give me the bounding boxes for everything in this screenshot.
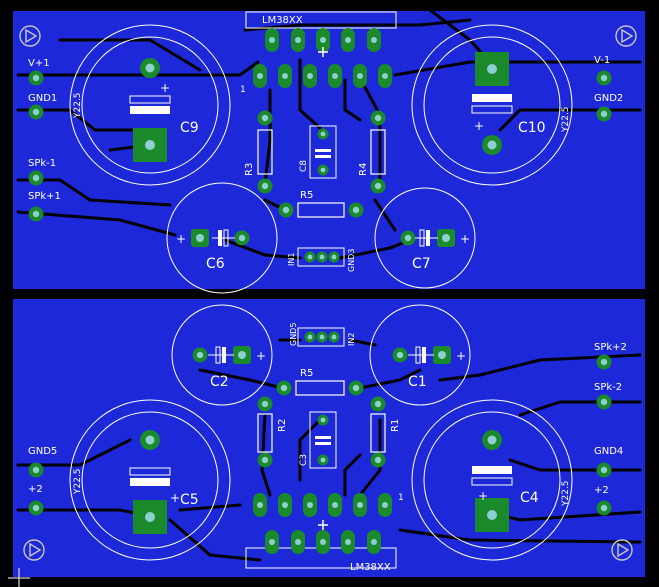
c5-value: Y22.5 — [73, 468, 83, 495]
top-resistor-r5: R5 — [278, 190, 364, 218]
bottom-resistor-r2: R2 — [257, 396, 288, 468]
top-spk-minus-label: SPk-1 — [28, 158, 56, 169]
top-gnd-in-label: GND3 — [347, 249, 356, 272]
bottom-resistor-r1: R1 — [370, 396, 401, 468]
top-input-connector: IN1 GND3 — [287, 247, 356, 272]
c9-value: Y22.5 — [73, 92, 83, 119]
c5-plus: + — [170, 491, 180, 505]
c9-label: C9 — [180, 120, 199, 136]
top-gnd-left-label: GND1 — [28, 93, 57, 104]
c8-label: C8 — [299, 160, 309, 172]
bottom-chip-pin-mark — [318, 520, 328, 530]
c4-value: Y22.5 — [561, 480, 571, 507]
c2-label: C2 — [210, 374, 229, 390]
c6-plus: + — [176, 232, 186, 246]
bottom-input-connector: GND5 IN2 — [289, 323, 356, 347]
c2-plus: + — [256, 349, 266, 363]
c10-plus: + — [474, 119, 484, 133]
c10-label: C10 — [518, 120, 546, 136]
bottom-v-right-label: +2 — [594, 485, 609, 496]
bottom-cap-c4: + C4 Y22.5 — [411, 399, 573, 561]
top-left-connectors: V+1 GND1 SPk-1 SPk+1 — [28, 58, 61, 222]
bottom-spk-minus-label: SPk-2 — [594, 382, 622, 393]
origin-cross-icon — [8, 568, 30, 587]
top-cap-c7: + C7 — [374, 187, 476, 289]
bottom-cap-c2: + C2 — [171, 304, 273, 406]
top-chip-pin-mark — [318, 47, 328, 57]
r3-label: R3 — [244, 163, 255, 176]
bottom-board: LM38XX 1 + C5 Y22.5 + — [11, 297, 647, 579]
bottom-gnd-right-label: GND4 — [594, 446, 623, 457]
top-cap-c8: C8 — [299, 125, 337, 179]
c5-label: C5 — [180, 492, 199, 508]
top-spk-plus-label: SPk+1 — [28, 191, 61, 202]
top-resistor-r4: R4 — [358, 110, 386, 194]
r5-label: R5 — [300, 190, 313, 201]
bottom-gnd-in-label: GND5 — [289, 323, 298, 346]
top-chip-outline — [245, 11, 397, 29]
c1-plus: + — [456, 349, 466, 363]
c6-label: C6 — [206, 256, 225, 272]
bottom-cap-c3: C3 — [299, 411, 337, 469]
r1-label: R1 — [390, 419, 401, 432]
bottom-cap-c1: + C1 — [369, 304, 471, 406]
bottom-pin1-mark: 1 — [398, 493, 404, 503]
bottom-cap-c5: + C5 Y22.5 — [69, 399, 231, 561]
r4-label: R4 — [358, 163, 369, 176]
top-v-left-label: V+1 — [28, 58, 50, 69]
bottom-resistor-r5: R5 — [276, 368, 364, 396]
bottom-spk-plus-label: SPk+2 — [594, 342, 627, 353]
top-cap-c6: + C6 — [166, 182, 278, 294]
top-v-right-label: V-1 — [594, 55, 610, 66]
bottom-gnd-left-label: GND5 — [28, 446, 57, 457]
top-pin1-mark: 1 — [240, 85, 246, 95]
c9-plus: + — [160, 81, 170, 95]
c3-label: C3 — [299, 454, 309, 466]
c7-label: C7 — [412, 256, 431, 272]
bottom-left-connectors: GND5 +2 — [28, 446, 57, 516]
top-right-connectors: V-1 GND2 — [594, 55, 623, 122]
c7-plus: + — [460, 232, 470, 246]
top-cap-c9: + C9 Y22.5 — [69, 24, 231, 186]
c1-label: C1 — [408, 374, 427, 390]
bottom-right-connectors: SPk+2 SPk-2 GND4 +2 — [594, 342, 627, 516]
c4-plus: + — [478, 489, 488, 503]
bottom-r5-label: R5 — [300, 368, 313, 379]
r2-label: R2 — [277, 419, 288, 432]
bottom-traces — [16, 338, 642, 562]
top-gnd-right-label: GND2 — [594, 93, 623, 104]
top-in-label: IN1 — [287, 253, 296, 266]
top-cap-c10: + C10 Y22.5 — [411, 24, 573, 186]
bottom-v-left-label: +2 — [28, 484, 43, 495]
top-board: LM38XX 1 + C9 Y22.5 + — [11, 8, 647, 294]
bottom-in-label: IN2 — [347, 333, 356, 346]
bottom-chip-label: LM38XX — [350, 562, 391, 573]
c10-value: Y22.5 — [561, 106, 571, 133]
c4-label: C4 — [520, 490, 539, 506]
top-chip-label: LM38XX — [262, 15, 303, 26]
top-resistor-r3: R3 — [244, 110, 273, 194]
